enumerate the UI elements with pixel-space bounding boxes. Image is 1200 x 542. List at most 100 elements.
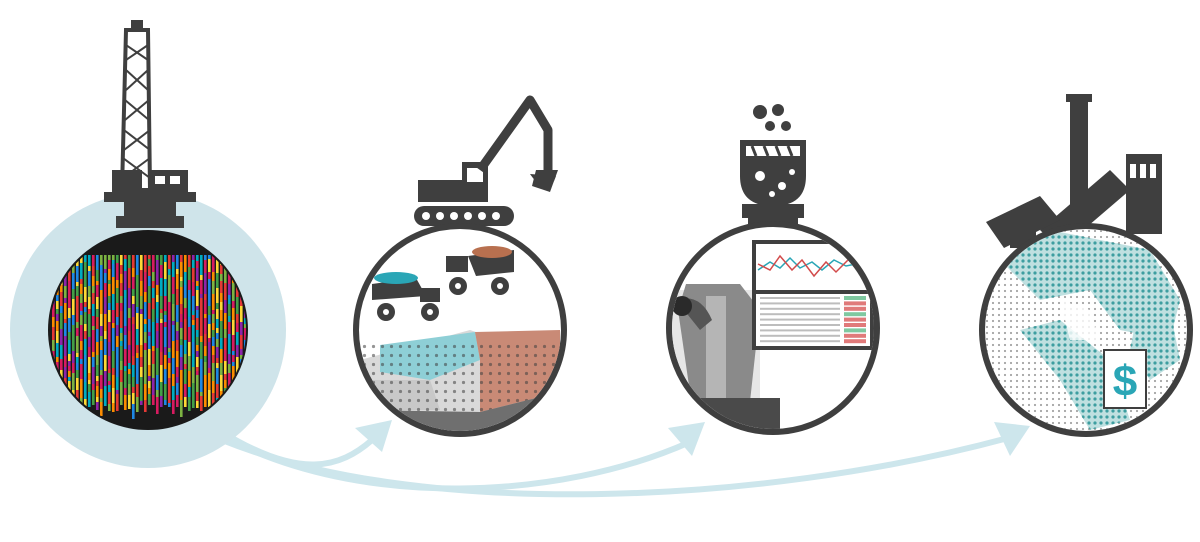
status-cell xyxy=(844,323,866,327)
borehole-segment xyxy=(72,373,75,390)
borehole-segment xyxy=(200,326,203,330)
borehole-segment xyxy=(204,375,207,389)
borehole-segment xyxy=(228,334,231,339)
borehole-segment xyxy=(68,318,71,322)
borehole-segment xyxy=(100,290,103,300)
dump-truck-icon-brown xyxy=(446,246,514,295)
borehole-segment xyxy=(80,263,83,279)
borehole-segment xyxy=(184,313,187,319)
borehole-segment xyxy=(144,343,147,350)
borehole-segment xyxy=(112,368,115,375)
borehole-segment xyxy=(132,365,135,377)
table-row xyxy=(760,307,840,310)
borehole-segment xyxy=(148,336,151,349)
borehole-segment xyxy=(164,327,167,333)
borehole-segment xyxy=(132,341,135,356)
borehole-segment xyxy=(204,260,207,273)
borehole-segment xyxy=(200,342,203,359)
borehole-segment xyxy=(220,375,223,380)
borehole-segment xyxy=(144,391,147,400)
borehole-segment xyxy=(92,390,95,405)
borehole-segment xyxy=(200,255,203,263)
borehole-segment xyxy=(88,271,91,286)
borehole-segment xyxy=(104,380,107,386)
borehole-segment xyxy=(88,286,91,297)
borehole-segment xyxy=(80,359,83,364)
borehole-segment xyxy=(156,276,159,285)
borehole-segment xyxy=(120,296,123,303)
borehole-segment xyxy=(96,381,99,386)
borehole-segment xyxy=(160,302,163,309)
borehole-segment xyxy=(172,374,175,386)
borehole-segment xyxy=(160,396,163,407)
borehole-segment xyxy=(124,335,127,349)
borehole-segment xyxy=(144,400,147,412)
borehole-segment xyxy=(160,382,163,396)
borehole-segment xyxy=(152,346,155,351)
borehole-segment xyxy=(136,313,139,317)
borehole-segment xyxy=(224,374,227,380)
borehole-segment xyxy=(108,284,111,296)
borehole-segment xyxy=(96,329,99,342)
borehole-segment xyxy=(180,255,183,262)
borehole-segment xyxy=(236,314,239,323)
borehole-segment xyxy=(96,317,99,329)
borehole-segment xyxy=(72,273,75,289)
borehole-segment xyxy=(56,301,59,309)
borehole-segment xyxy=(68,308,71,318)
borehole-segment xyxy=(56,309,59,314)
borehole-segment xyxy=(212,310,215,314)
arrow-to-smelting xyxy=(219,435,1011,498)
borehole-segment xyxy=(136,317,139,329)
borehole-segment xyxy=(68,354,71,361)
borehole-segment xyxy=(212,314,215,323)
borehole-segment xyxy=(128,308,131,318)
borehole-segment xyxy=(136,329,139,345)
borehole-segment xyxy=(100,300,103,314)
borehole-segment xyxy=(160,255,163,265)
borehole-segment xyxy=(212,337,215,346)
borehole-segment xyxy=(100,364,103,370)
borehole-segment xyxy=(176,269,179,274)
borehole-segment xyxy=(232,362,235,366)
stage-processing xyxy=(666,104,880,435)
borehole-segment xyxy=(148,286,151,293)
borehole-segment xyxy=(216,384,219,398)
borehole-segment xyxy=(152,298,155,309)
borehole-segment xyxy=(192,383,195,394)
borehole-segment xyxy=(172,294,175,304)
borehole-segment xyxy=(168,302,171,311)
borehole-segment xyxy=(88,323,91,337)
borehole-segment xyxy=(216,319,219,328)
borehole-segment xyxy=(208,338,211,342)
borehole-segment xyxy=(192,394,195,408)
borehole-segment xyxy=(56,357,59,362)
borehole-segment xyxy=(56,314,59,321)
borehole-segment xyxy=(128,273,131,288)
borehole-segment xyxy=(220,302,223,310)
borehole-segment xyxy=(100,336,103,341)
borehole-segment xyxy=(204,346,207,356)
borehole-segment xyxy=(84,370,87,377)
borehole-segment xyxy=(164,369,167,384)
borehole-segment xyxy=(144,277,147,292)
borehole-segment xyxy=(180,400,183,417)
dump-truck-icon-blue xyxy=(372,272,440,321)
borehole-segment xyxy=(144,302,147,319)
borehole-segment xyxy=(96,309,99,317)
borehole-segment xyxy=(156,260,159,276)
borehole-segment xyxy=(220,338,223,349)
borehole-segment xyxy=(192,282,195,296)
borehole-segment xyxy=(96,386,99,392)
borehole-segment xyxy=(124,395,127,410)
borehole-segment xyxy=(140,387,143,401)
status-cell xyxy=(844,296,866,300)
borehole-segment xyxy=(196,367,199,371)
borehole-segment xyxy=(216,368,219,384)
borehole-segment xyxy=(200,315,203,326)
borehole-segment xyxy=(232,351,235,355)
borehole-segment xyxy=(196,337,199,345)
borehole-segment xyxy=(148,255,151,259)
borehole-segment xyxy=(208,324,211,333)
borehole-segment xyxy=(148,259,151,266)
